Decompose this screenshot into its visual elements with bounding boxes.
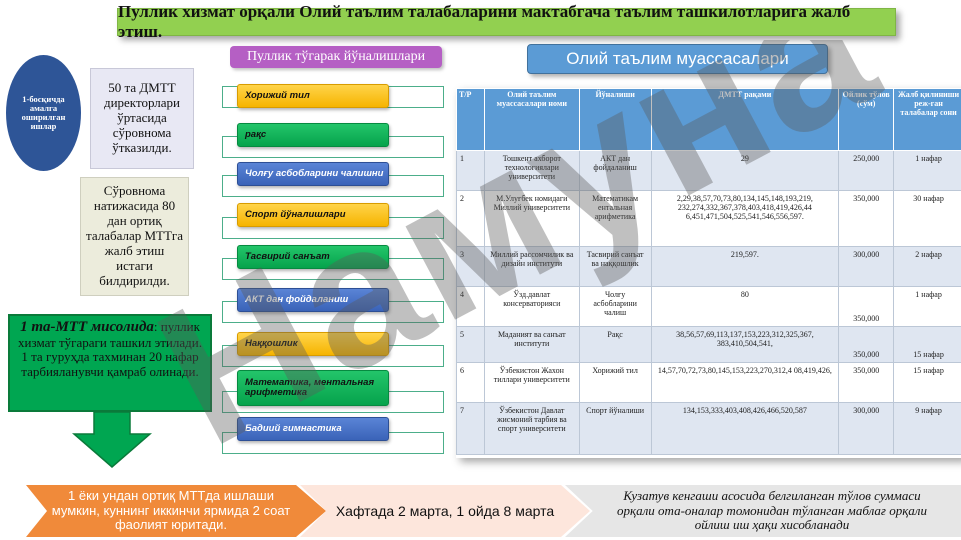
stage-circle: 1-босқичда амалга оширилган ишлар [6, 55, 81, 171]
cell-fee: 350,000 [838, 286, 895, 327]
table-row: 7 Ўзбекистон Давлат жисмоний тарбия ва с… [456, 402, 961, 455]
cell-students: 9 нафар [893, 402, 961, 455]
direction-item[interactable]: рақс [237, 123, 389, 147]
footer-step-frequency: Хафтада 2 марта, 1 ойда 8 марта [300, 485, 590, 537]
directions-header: Пуллик тўгарак йўналишлари [230, 46, 442, 68]
col-header-fee: Ойлик тўлов (сўм) [838, 88, 895, 151]
cell-direction: Тасвирий санъат ва наққошлик [578, 246, 652, 287]
footer-step-schedule: 1 ёки ундан ортиқ МТТда ишлаши мумкин, к… [26, 485, 326, 537]
cell-no: 6 [456, 362, 485, 403]
cell-university: Тошкент ахборот технологиялари университ… [483, 150, 580, 191]
cell-no: 5 [456, 326, 485, 363]
cell-no: 1 [456, 150, 485, 191]
table-header-row: Т/Р Олий таълим муассасалари номи Йўнали… [456, 88, 961, 151]
col-header-university: Олий таълим муассасалари номи [483, 88, 580, 151]
cell-direction: Спорт йўналиши [578, 402, 652, 455]
example-lead: 1 та-МТТ мисолида [20, 319, 154, 335]
cell-university: Маданият ва санъат институти [483, 326, 580, 363]
col-header-kindergartens: ДМТТ рақами [650, 88, 840, 151]
table-row: 5 Маданият ва санъат институти Рақс 38,5… [456, 326, 961, 363]
direction-item[interactable]: Чолғу асбобларини чалишни [237, 162, 389, 186]
cell-direction: Математикам ентальная арифметика [578, 190, 652, 247]
cell-university: Ўзбекистон Давлат жисмоний тарбия ва спо… [483, 402, 580, 455]
cell-fee: 300,000 [838, 246, 895, 287]
stage-label: 1-босқичда амалга оширилган ишлар [21, 94, 66, 131]
cell-students: 2 нафар [893, 246, 961, 287]
example-box: 1 та-МТТ мисолида: пуллик хизмат тўгараг… [8, 314, 212, 412]
cell-kindergartens: 14,57,70,72,73,80,145,153,223,270,312,4 … [650, 362, 840, 403]
example-text: : пуллик хизмат тўгараги ташкил этилади.… [18, 319, 202, 379]
table-row: 1 Тошкент ахборот технологиялари универс… [456, 150, 961, 191]
col-header-students: Жалб қилиниши реж-ган талабалар сони [893, 88, 961, 151]
cell-fee: 300,000 [838, 402, 895, 455]
direction-item[interactable]: Хорижий тил [237, 84, 389, 108]
table-row: 6 Ўзбекистон Жахон тиллари университети … [456, 362, 961, 403]
cell-direction: АКТ дан фойдаланиш [578, 150, 652, 191]
cell-fee: 350,000 [838, 326, 895, 363]
universities-table: Т/Р Олий таълим муассасалари номи Йўнали… [456, 88, 961, 458]
direction-item[interactable]: Наққошлик [237, 332, 389, 356]
cell-fee: 350,000 [838, 362, 895, 403]
direction-item[interactable]: Математика, ментальная арифметика [237, 370, 389, 406]
col-header-direction: Йўналиши [578, 88, 652, 151]
cell-university: М.Улуғбек номидаги Миллий университети [483, 190, 580, 247]
cell-kindergartens: 29 [650, 150, 840, 191]
cell-students: 15 нафар [893, 326, 961, 363]
cell-kindergartens: 134,153,333,403,408,426,466,520,587 [650, 402, 840, 455]
direction-item[interactable]: Тасвирий санъат [237, 245, 389, 269]
direction-item[interactable]: Бадиий гимнастика [237, 417, 389, 441]
cell-students: 1 нафар [893, 286, 961, 327]
cell-students: 30 нафар [893, 190, 961, 247]
cell-no: 7 [456, 402, 485, 455]
table-row: 3 Миллий рассомчилик ва дизайн институти… [456, 246, 961, 287]
cell-kindergartens: 80 [650, 286, 840, 327]
cell-direction: Рақс [578, 326, 652, 363]
direction-item[interactable]: АКТ дан фойдаланиш [237, 288, 389, 312]
cell-university: Ўзд.давлат консерваторияси [483, 286, 580, 327]
page-title: Пуллик хизмат орқали Олий таълим талабал… [117, 2, 896, 41]
cell-university: Миллий рассомчилик ва дизайн институти [483, 246, 580, 287]
cell-no: 3 [456, 246, 485, 287]
cell-no: 2 [456, 190, 485, 247]
table-row: 4 Ўзд.давлат консерваторияси Чолғу асбоб… [456, 286, 961, 327]
universities-header: Олий таълим муассасалари [527, 44, 828, 74]
cell-students: 1 нафар [893, 150, 961, 191]
col-header-no: Т/Р [456, 88, 485, 151]
cell-direction: Хорижий тил [578, 362, 652, 403]
footer-step-payment: Кузатув кенгаши асосида белгиланган тўло… [565, 485, 961, 537]
survey-result-note: Сўровнома натижасида 80 дан ортиқ талаба… [80, 177, 189, 296]
cell-no: 4 [456, 286, 485, 327]
cell-kindergartens: 2,29,38,57,70,73,80,134,145,148,193,219,… [650, 190, 840, 247]
survey-note: 50 та ДМТТ директорлари ўртасида сўровно… [90, 68, 194, 169]
cell-direction: Чолғу асбобларини чалиш [578, 286, 652, 327]
cell-fee: 250,000 [838, 150, 895, 191]
cell-kindergartens: 38,56,57,69,113,137,153,223,312,325,367,… [650, 326, 840, 363]
table-row: 2 М.Улуғбек номидаги Миллий университети… [456, 190, 961, 247]
down-arrow-icon [72, 412, 152, 468]
cell-kindergartens: 219,597. [650, 246, 840, 287]
direction-item[interactable]: Спорт йўналишлари [237, 203, 389, 227]
cell-students: 15 нафар [893, 362, 961, 403]
cell-university: Ўзбекистон Жахон тиллари университети [483, 362, 580, 403]
cell-fee: 350,000 [838, 190, 895, 247]
